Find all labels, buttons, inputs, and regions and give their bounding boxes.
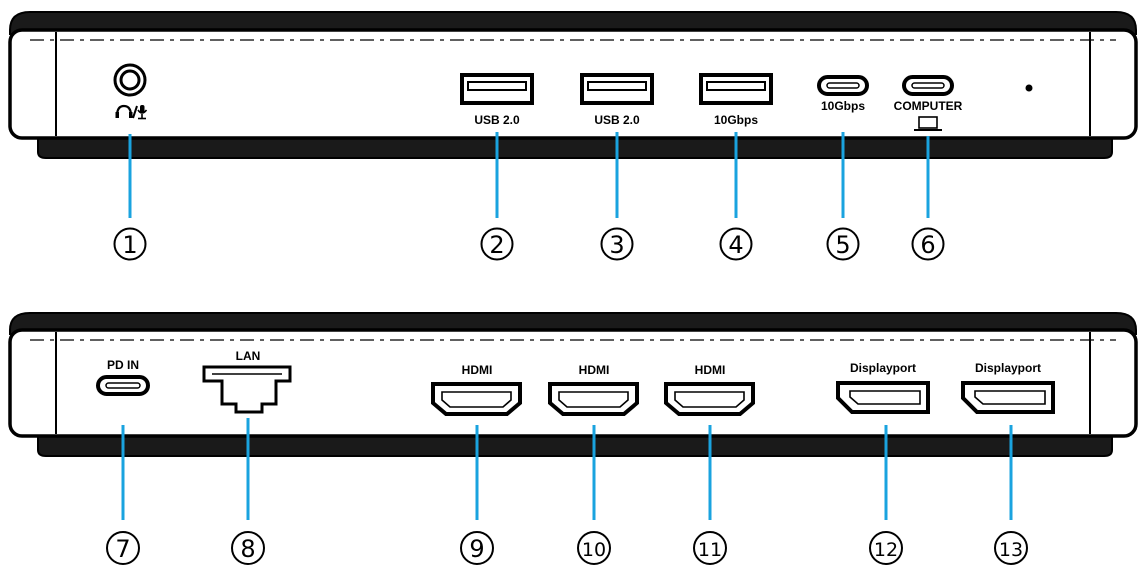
port-label-computer: COMPUTER: [894, 99, 963, 113]
callout-number: 1: [122, 231, 137, 259]
laptop-icon: [914, 116, 942, 131]
front-callout-lines: [128, 132, 930, 218]
callout-8: 8: [231, 531, 265, 565]
callout-1: 1: [113, 227, 147, 261]
front-face: [8, 28, 1138, 140]
headphone-mic-icon: [115, 104, 148, 120]
port-label-pd-in: PD IN: [107, 358, 139, 372]
usb-a-port-1: [460, 73, 534, 105]
port-label-10gbps-c: 10Gbps: [821, 99, 865, 113]
port-label-displayport-2: Displayport: [975, 361, 1041, 375]
usb-c-pd-in-port: [96, 375, 150, 396]
port-label-usb2-1: USB 2.0: [474, 113, 520, 127]
callout-number: 7: [115, 535, 130, 563]
callout-number: 6: [920, 231, 935, 259]
callout-7: 7: [106, 531, 140, 565]
callout-number: 5: [835, 231, 850, 259]
front-panel: USB 2.0 USB 2.0 10Gbps 10Gbps COMPUTER: [8, 11, 1138, 159]
port-label-displayport-1: Displayport: [850, 361, 916, 375]
front-base: [37, 137, 1113, 159]
callout-6: 6: [911, 227, 945, 261]
callout-2: 2: [480, 227, 514, 261]
rear-callouts: 7 8 9 10 11 12 13: [106, 531, 1028, 565]
callout-number: 10: [582, 539, 606, 561]
callout-number: 3: [609, 231, 624, 259]
callout-number: 4: [728, 231, 743, 259]
callout-9: 9: [460, 531, 494, 565]
usb-a-port-3: [699, 73, 773, 105]
usb-a-port-2: [580, 73, 654, 105]
audio-jack-port: [113, 63, 148, 120]
usb-c-port-front: [817, 75, 869, 96]
callout-number: 13: [999, 539, 1023, 561]
displayport-1: [836, 381, 930, 414]
callout-5: 5: [826, 227, 860, 261]
port-label-hdmi-1: HDMI: [462, 363, 493, 377]
rear-base: [37, 435, 1113, 457]
hdmi-port-1: [431, 382, 522, 416]
rear-callout-lines: [121, 418, 1013, 520]
lan-port: [202, 365, 292, 414]
front-callouts: 1 2 3 4 5 6: [113, 227, 945, 261]
port-label-lan: LAN: [236, 349, 261, 363]
callout-4: 4: [719, 227, 753, 261]
callout-11: 11: [693, 531, 727, 565]
port-label-10gbps-a: 10Gbps: [714, 113, 758, 127]
callout-13: 13: [994, 531, 1028, 565]
callout-number: 12: [874, 539, 898, 561]
hdmi-port-2: [548, 382, 639, 416]
callout-number: 2: [489, 231, 504, 259]
port-label-hdmi-3: HDMI: [695, 363, 726, 377]
callout-3: 3: [600, 227, 634, 261]
callout-number: 9: [469, 535, 484, 563]
callout-number: 8: [240, 535, 255, 563]
usb-c-computer-port: [902, 75, 954, 96]
callout-number: 11: [698, 539, 722, 561]
hdmi-port-3: [664, 382, 755, 416]
displayport-2: [961, 381, 1055, 414]
power-led-icon: [1025, 84, 1033, 92]
callout-12: 12: [869, 531, 903, 565]
rear-panel: PD IN LAN HDMI HDMI HDMI Displayport Dis…: [8, 312, 1138, 457]
callout-10: 10: [577, 531, 611, 565]
port-label-usb2-2: USB 2.0: [594, 113, 640, 127]
port-label-hdmi-2: HDMI: [579, 363, 610, 377]
